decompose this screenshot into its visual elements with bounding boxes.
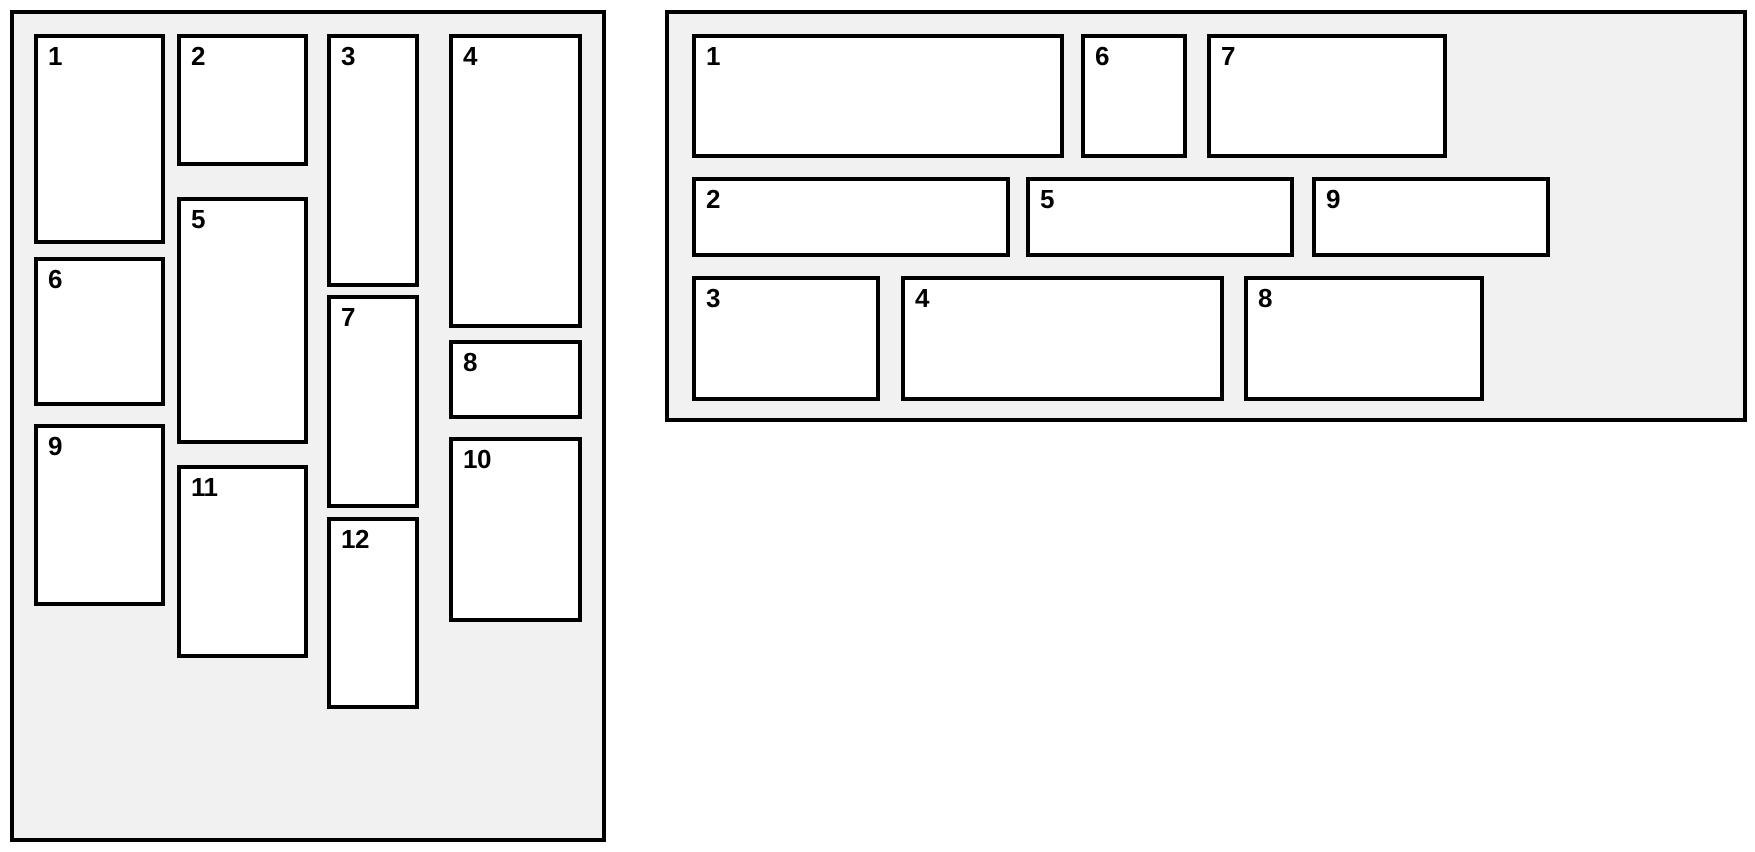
layout-box-label: 3 [341, 41, 355, 71]
layout-box-5[interactable]: 5 [1026, 177, 1294, 257]
layout-box-1[interactable]: 1 [34, 34, 165, 244]
layout-box-label: 9 [48, 431, 62, 461]
layout-box-label: 1 [48, 41, 62, 71]
layout-box-label: 6 [1095, 41, 1109, 71]
layout-box-4[interactable]: 4 [901, 276, 1224, 401]
layout-box-3[interactable]: 3 [692, 276, 880, 401]
layout-box-7[interactable]: 7 [1207, 34, 1447, 158]
layout-box-9[interactable]: 9 [1312, 177, 1550, 257]
layout-box-6[interactable]: 6 [1081, 34, 1187, 158]
layout-box-label: 9 [1326, 184, 1340, 214]
layout-box-12[interactable]: 12 [327, 517, 419, 709]
layout-box-label: 2 [191, 41, 205, 71]
layout-box-2[interactable]: 2 [177, 34, 308, 166]
layout-box-label: 11 [191, 472, 218, 502]
layout-box-label: 10 [463, 444, 491, 474]
layout-box-1[interactable]: 1 [692, 34, 1064, 158]
layout-box-label: 3 [706, 283, 720, 313]
right-layout-panel: 1 6 7 2 5 9 3 4 8 [665, 10, 1747, 422]
layout-box-2[interactable]: 2 [692, 177, 1010, 257]
layout-box-label: 8 [1258, 283, 1272, 313]
layout-box-5[interactable]: 5 [177, 197, 308, 444]
layout-box-label: 4 [915, 283, 929, 313]
layout-box-label: 12 [341, 524, 369, 554]
layout-box-label: 1 [706, 41, 720, 71]
layout-box-label: 2 [706, 184, 720, 214]
layout-box-6[interactable]: 6 [34, 257, 165, 406]
layout-box-9[interactable]: 9 [34, 424, 165, 606]
layout-box-label: 6 [48, 264, 62, 294]
layout-box-3[interactable]: 3 [327, 34, 419, 287]
layout-box-11[interactable]: 11 [177, 465, 308, 658]
layout-box-4[interactable]: 4 [449, 34, 582, 328]
layout-box-label: 8 [463, 347, 477, 377]
layout-box-8[interactable]: 8 [449, 340, 582, 419]
layout-box-label: 7 [341, 302, 355, 332]
layout-box-8[interactable]: 8 [1244, 276, 1484, 401]
layout-box-label: 7 [1221, 41, 1235, 71]
layout-box-10[interactable]: 10 [449, 437, 582, 622]
layout-box-7[interactable]: 7 [327, 295, 419, 508]
layout-box-label: 5 [191, 204, 205, 234]
layout-box-label: 4 [463, 41, 477, 71]
layout-box-label: 5 [1040, 184, 1054, 214]
